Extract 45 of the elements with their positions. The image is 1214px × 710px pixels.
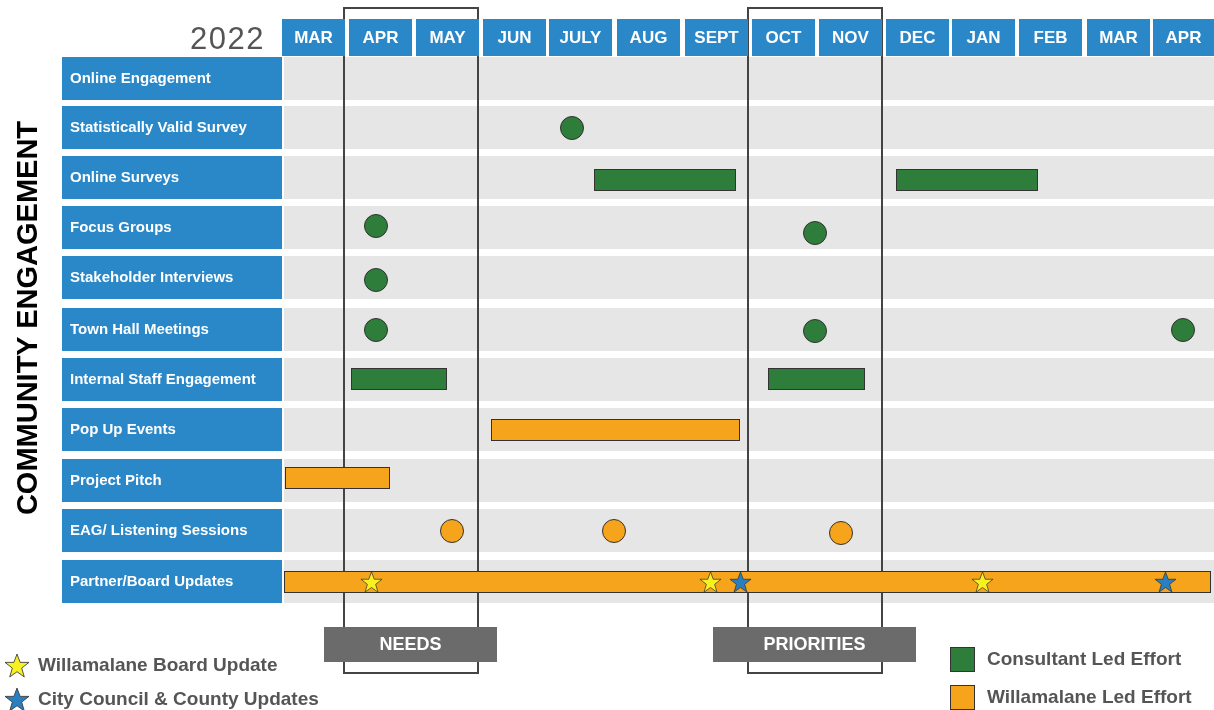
month-header: MAR xyxy=(282,19,345,56)
timeline-bar xyxy=(284,571,1211,593)
timeline-bar xyxy=(285,467,390,489)
month-header: OCT xyxy=(752,19,815,56)
month-header: JAN xyxy=(952,19,1015,56)
timeline-bar xyxy=(896,169,1038,191)
month-header: MAR xyxy=(1087,19,1150,56)
star-icon xyxy=(971,571,994,593)
activity-label: Online Engagement xyxy=(62,57,282,100)
month-header: SEPT xyxy=(685,19,748,56)
activity-label: Pop Up Events xyxy=(62,408,282,451)
month-header: JULY xyxy=(549,19,612,56)
section-title: COMMUNITY ENGAGEMENT xyxy=(10,120,45,516)
month-header: AUG xyxy=(617,19,680,56)
month-header: APR xyxy=(349,19,412,56)
month-header: FEB xyxy=(1019,19,1082,56)
activity-label: Town Hall Meetings xyxy=(62,308,282,351)
legend-text: Willamalane Board Update xyxy=(38,653,278,677)
activity-label: EAG/ Listening Sessions xyxy=(62,509,282,552)
activity-label: Project Pitch xyxy=(62,459,282,502)
activity-label: Partner/Board Updates xyxy=(62,560,282,603)
timeline-bar xyxy=(594,169,736,191)
timeline-bar xyxy=(351,368,447,390)
month-header: APR xyxy=(1153,19,1214,56)
month-header: JUN xyxy=(483,19,546,56)
activity-label: Stakeholder Interviews xyxy=(62,256,282,299)
phase-label: PRIORITIES xyxy=(713,627,916,662)
legend-text: Willamalane Led Effort xyxy=(987,685,1192,709)
legend-text: City Council & County Updates xyxy=(38,687,319,710)
activity-label: Internal Staff Engagement xyxy=(62,358,282,401)
activity-label: Statistically Valid Survey xyxy=(62,106,282,149)
year-label: 2022 xyxy=(190,20,266,58)
phase-label: NEEDS xyxy=(324,627,497,662)
timeline-bar xyxy=(491,419,740,441)
star-icon xyxy=(729,571,752,593)
activity-label: Focus Groups xyxy=(62,206,282,249)
month-header: DEC xyxy=(886,19,949,56)
month-header: MAY xyxy=(416,19,479,56)
legend-text: Consultant Led Effort xyxy=(987,647,1182,671)
star-icon xyxy=(1154,571,1177,593)
star-icon xyxy=(360,571,383,593)
timeline-bar xyxy=(768,368,865,390)
activity-label: Online Surveys xyxy=(62,156,282,199)
month-header: NOV xyxy=(819,19,882,56)
star-icon xyxy=(699,571,722,593)
